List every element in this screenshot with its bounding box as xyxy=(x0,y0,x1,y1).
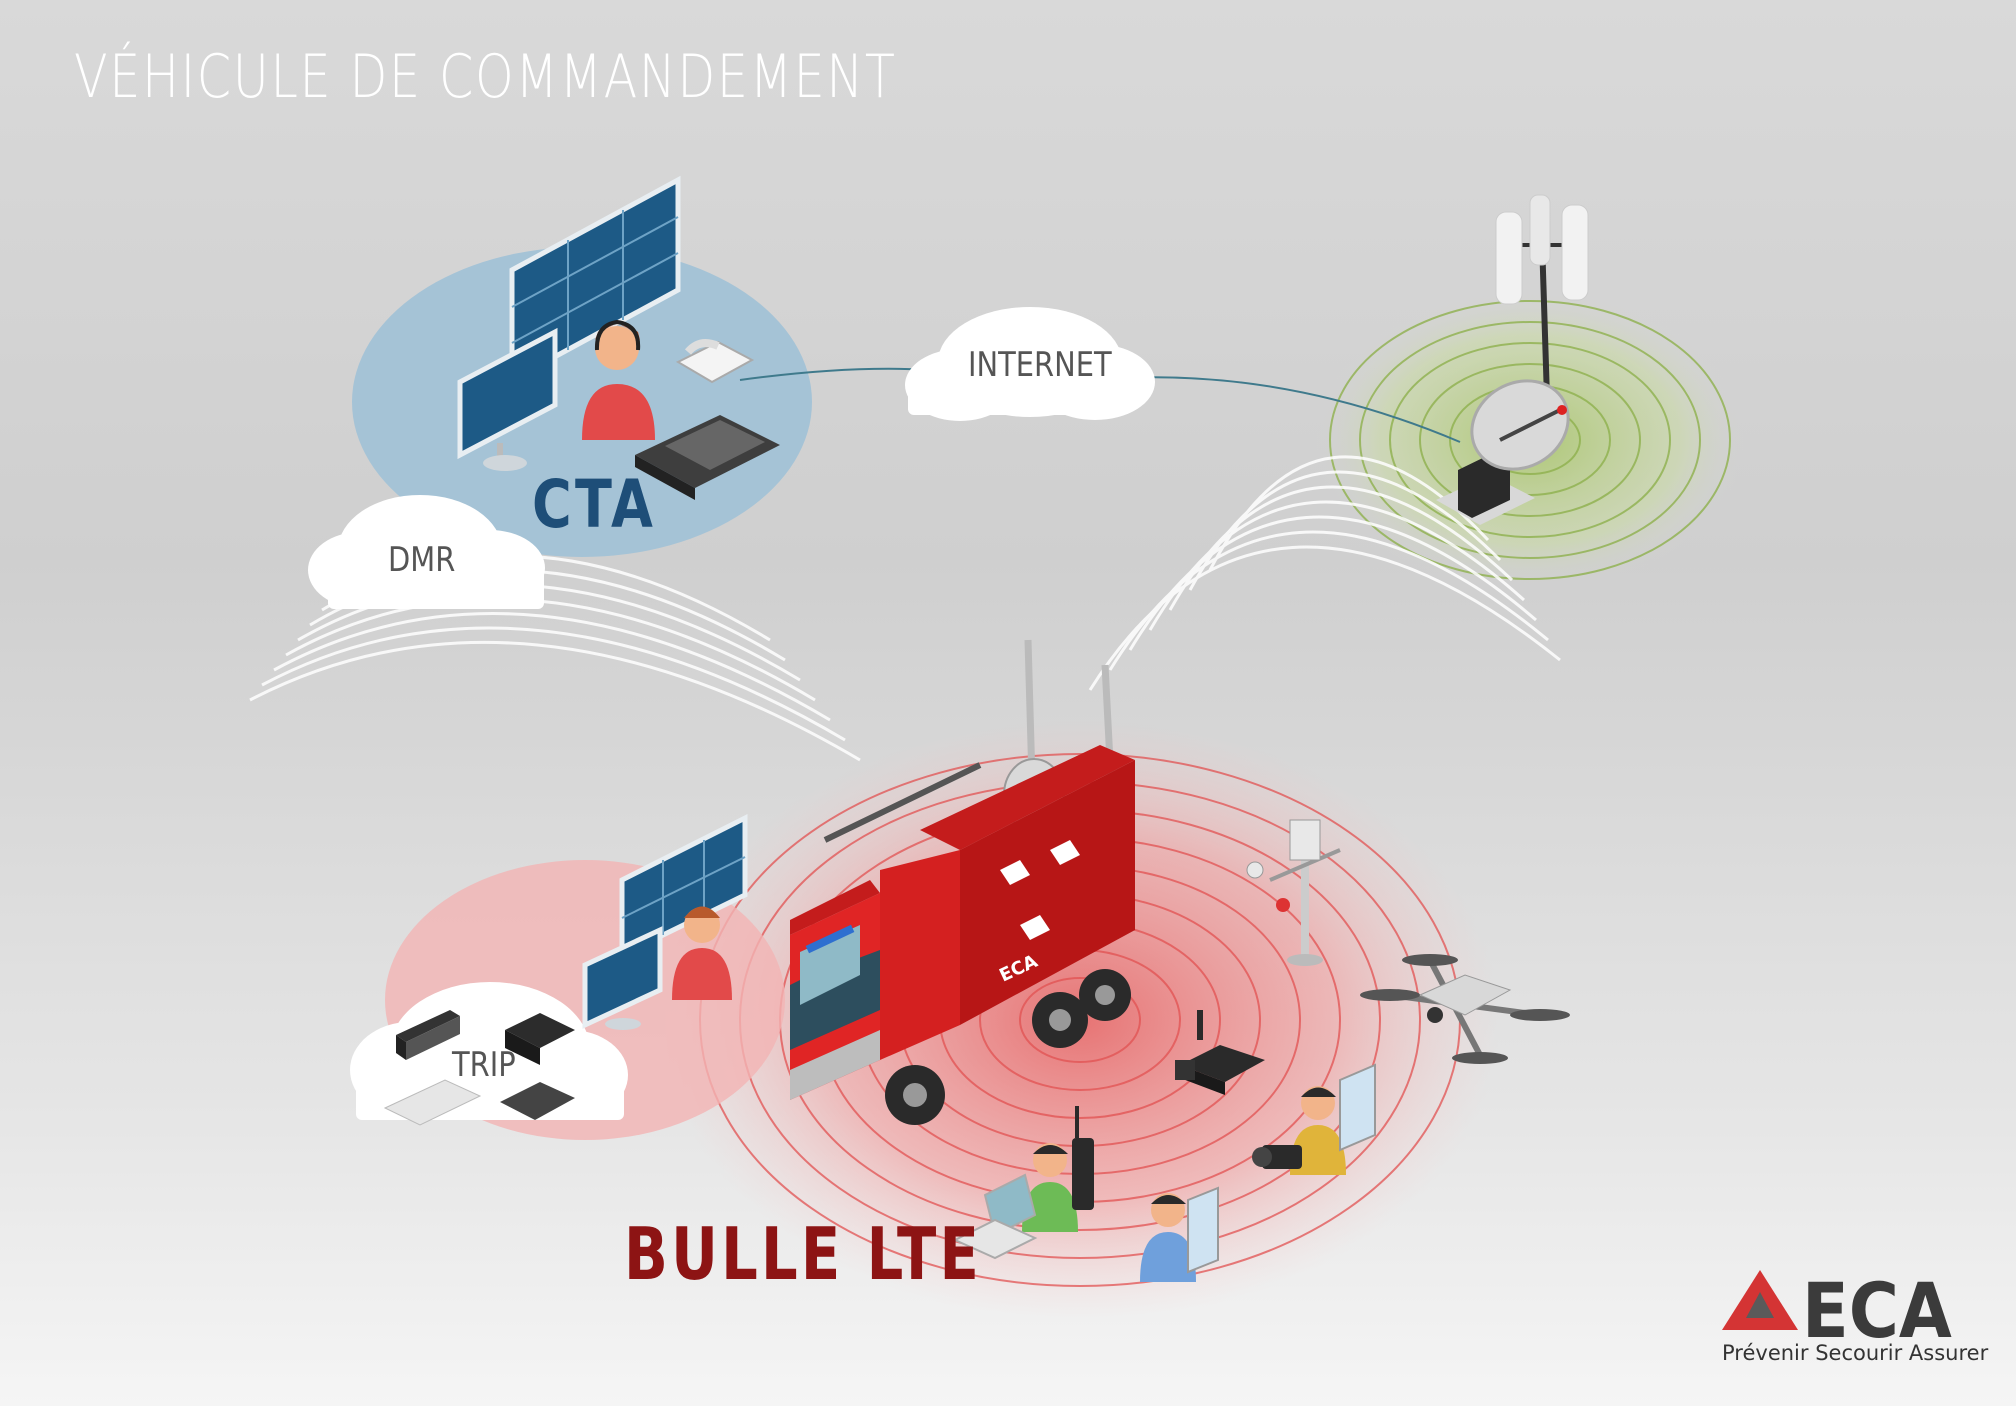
dmr-label: DMR xyxy=(388,540,456,580)
dmr-cloud xyxy=(308,495,545,609)
tablet-icon-2 xyxy=(1187,1186,1219,1274)
weather-station-icon xyxy=(1246,819,1341,966)
laptop-icon xyxy=(952,1173,1038,1260)
person-icon-2 xyxy=(1022,1143,1078,1232)
bulle-lte-label: BULLE LTE xyxy=(624,1212,983,1296)
cta-label: CTA xyxy=(532,466,657,543)
link-lines xyxy=(739,367,1461,443)
radio-icon xyxy=(1072,1106,1094,1210)
trip-operator-icon xyxy=(672,906,732,1000)
fire-truck-icon: ECA xyxy=(790,639,1135,1125)
tablet-icon-1 xyxy=(1339,1063,1376,1152)
console-icon xyxy=(635,415,780,500)
radio-device-icon xyxy=(383,1010,575,1126)
eca-logo-icon xyxy=(1722,1270,1798,1330)
trip-label: TRIP xyxy=(452,1045,516,1085)
operator-icon xyxy=(582,319,655,440)
camera-icon xyxy=(1175,1010,1265,1095)
internet-label: INTERNET xyxy=(968,345,1112,385)
trip-video-wall-icon xyxy=(582,813,748,1030)
satellite-wave-arcs xyxy=(1088,455,1561,691)
camera-handheld-icon xyxy=(1252,1145,1302,1169)
video-wall-icon xyxy=(457,175,681,471)
internet-cloud xyxy=(905,307,1155,421)
person-icon-3 xyxy=(1140,1193,1196,1282)
page-title: VÉHICULE DE COMMANDEMENT xyxy=(74,42,897,112)
person-icon-1 xyxy=(1290,1086,1346,1175)
drone-icon xyxy=(1360,954,1570,1064)
satellite-dish-icon xyxy=(1436,379,1570,525)
antenna-mast-icon xyxy=(1495,194,1589,431)
phone-icon xyxy=(675,339,755,384)
brand-name: ECA xyxy=(1802,1266,1952,1355)
brand-slogan: Prévenir Secourir Assurer xyxy=(1722,1341,1989,1365)
